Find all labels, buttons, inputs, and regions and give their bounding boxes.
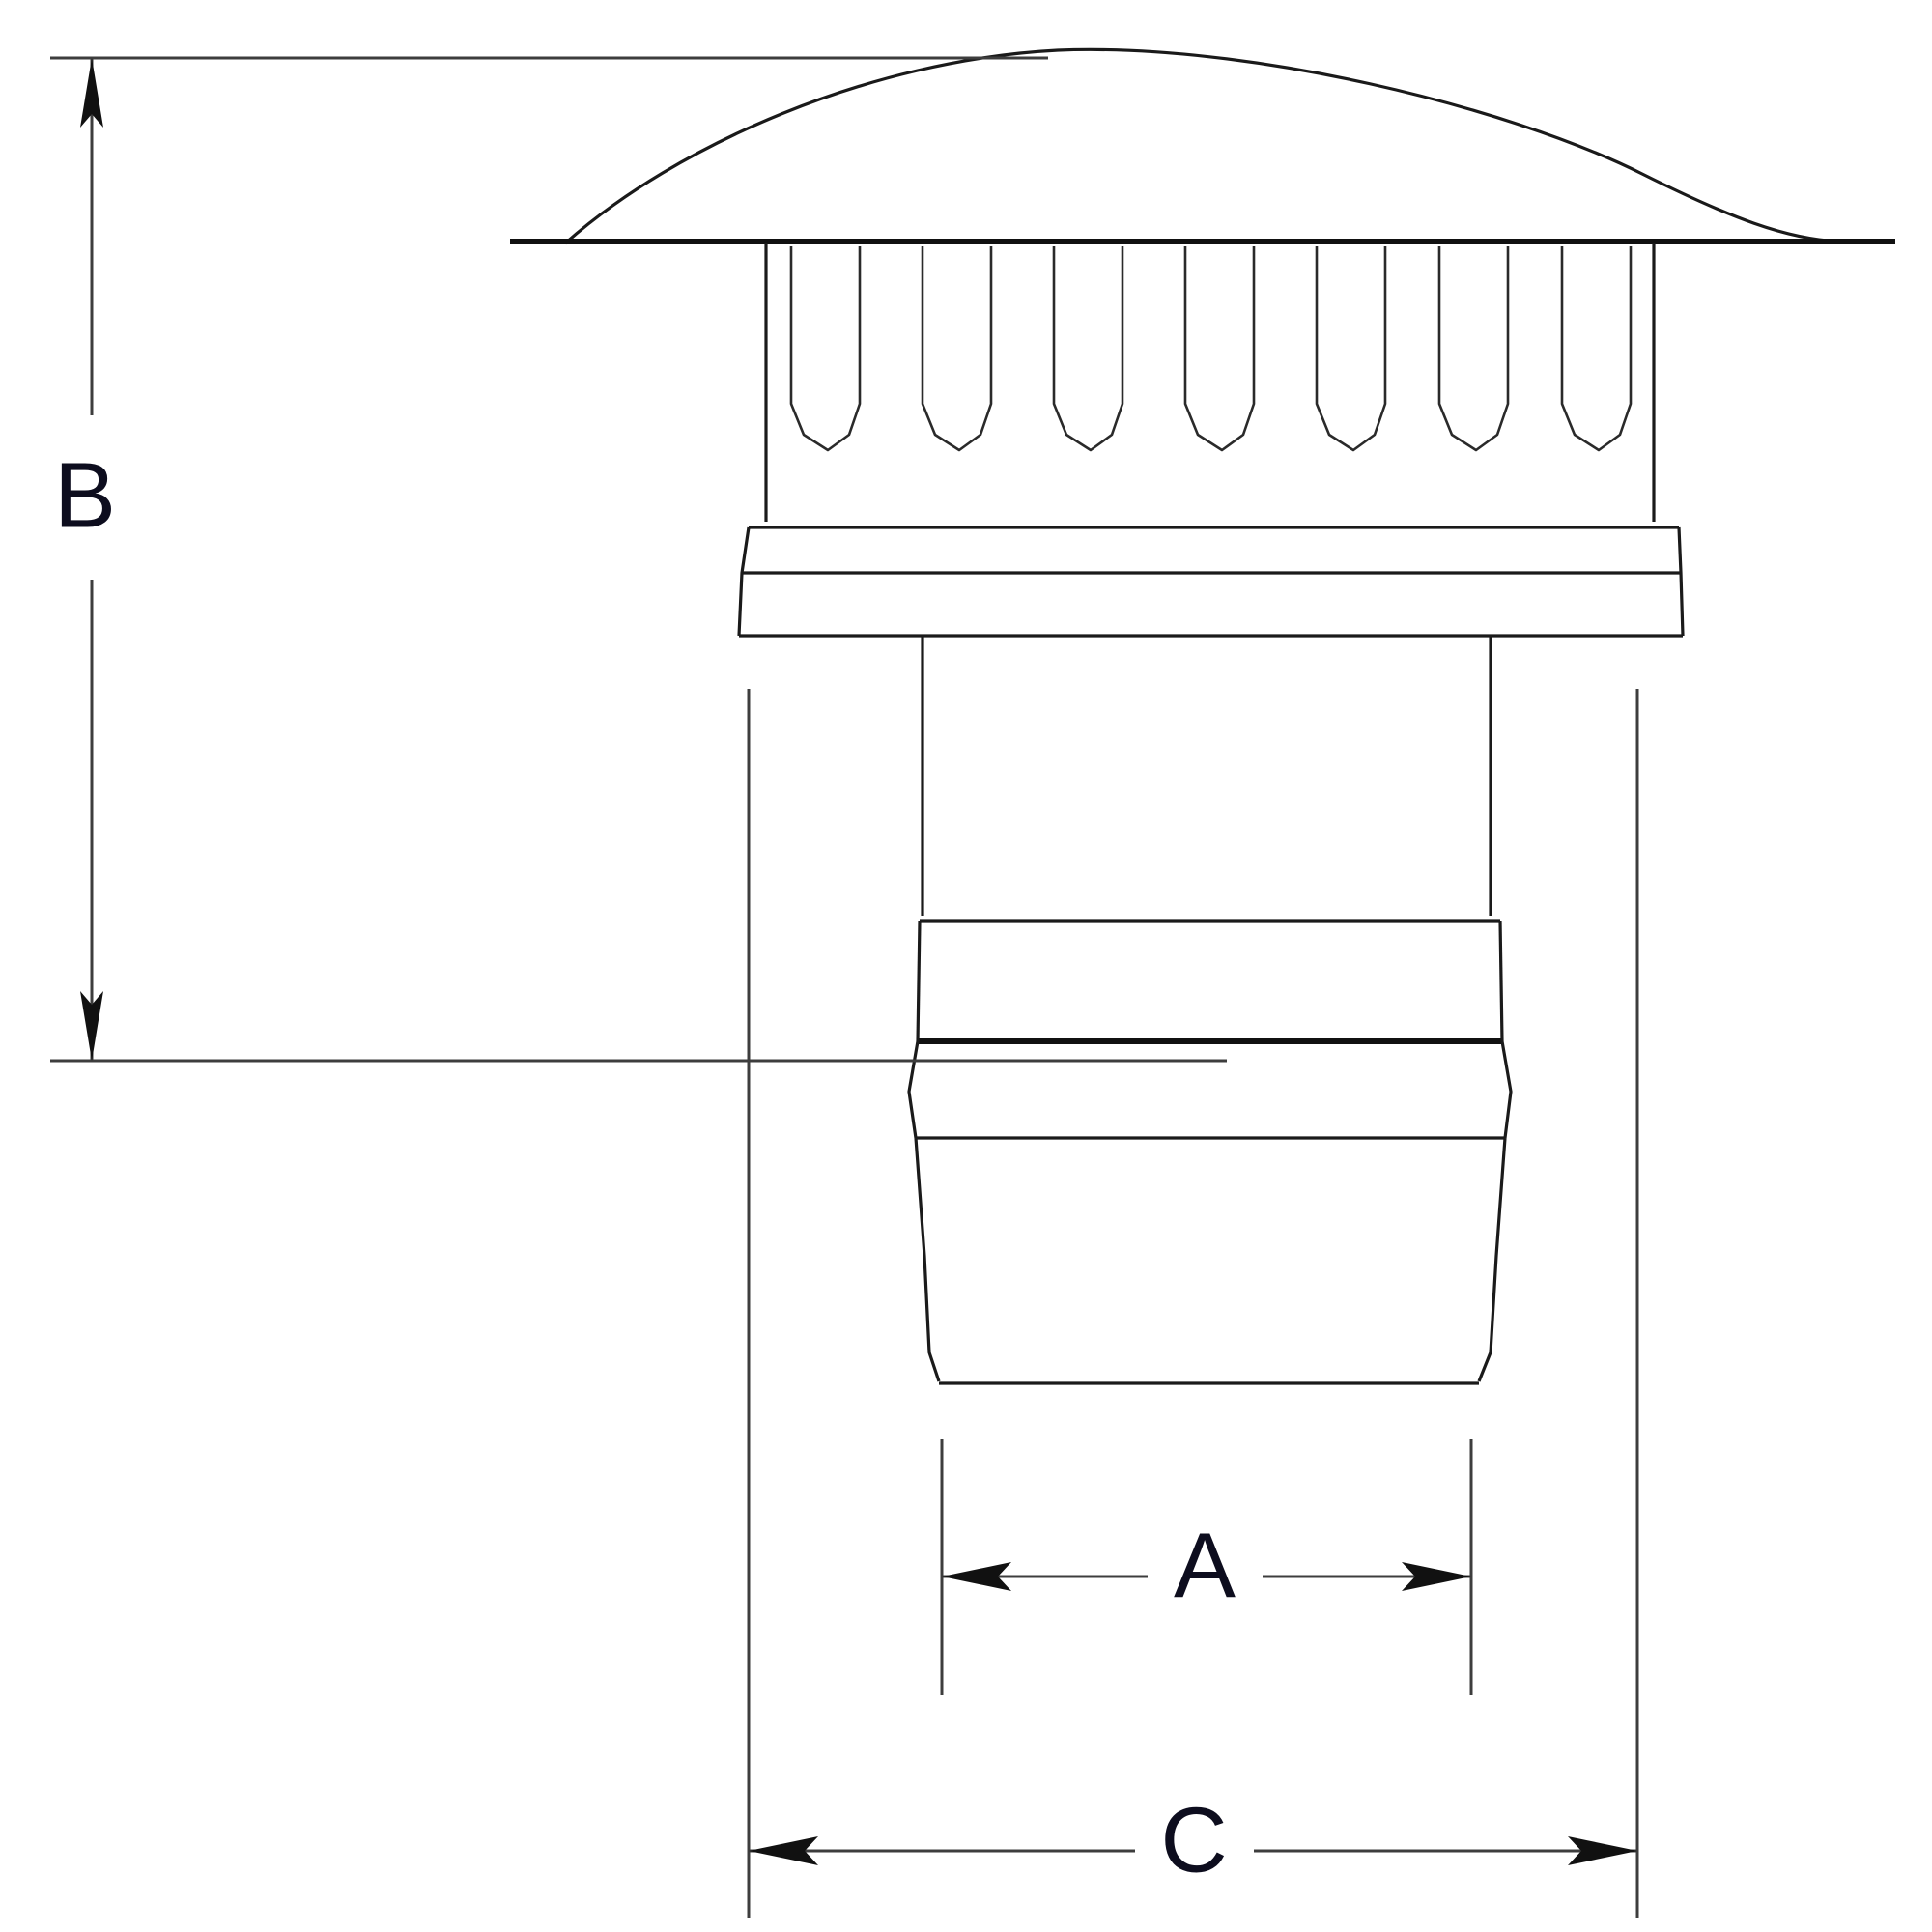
dimension-c-arrow-right	[1568, 1836, 1637, 1865]
louver-slot-1	[789, 246, 862, 452]
louver-slot-6	[1437, 246, 1510, 452]
dimension-a: A	[940, 1439, 1473, 1695]
louver-slot-4	[1183, 246, 1256, 452]
taper-right-wall	[1500, 1040, 1513, 1139]
dimension-c: C	[747, 689, 1639, 1918]
dimension-a-arrow-left	[942, 1562, 1011, 1591]
dimension-a-label: A	[1174, 1514, 1236, 1617]
collar-left-wall	[737, 526, 751, 637]
collar-right-wall	[1677, 526, 1685, 637]
taper-shoulder	[907, 1040, 1513, 1140]
spigot-right-wall	[1477, 1137, 1507, 1382]
louver-slot-5	[1315, 246, 1387, 452]
middle-band	[916, 919, 1504, 1044]
dimension-b-arrow-bottom	[80, 991, 103, 1061]
spigot-left-wall	[914, 1137, 941, 1382]
middle-band-right-wall	[1498, 920, 1504, 1042]
taper-left-wall	[907, 1040, 920, 1139]
collar-flange	[737, 526, 1685, 638]
spigot-outlet	[914, 1137, 1507, 1385]
dimension-b: B	[50, 56, 1227, 1063]
cap-assembly	[510, 47, 1895, 245]
cap-dome-curve	[563, 47, 1841, 245]
louver-slot-7	[1560, 246, 1633, 452]
middle-band-left-wall	[916, 920, 922, 1042]
louver-band	[764, 243, 1656, 522]
louver-slot-3	[1052, 246, 1124, 452]
dimension-a-arrow-right	[1402, 1562, 1471, 1591]
dimension-b-label: B	[54, 443, 116, 547]
dimension-c-arrow-left	[749, 1836, 818, 1865]
dimension-b-arrow-top	[80, 58, 103, 128]
louver-slot-2	[921, 246, 993, 452]
neck-pipe	[921, 636, 1492, 916]
dimension-c-label: C	[1160, 1788, 1227, 1891]
